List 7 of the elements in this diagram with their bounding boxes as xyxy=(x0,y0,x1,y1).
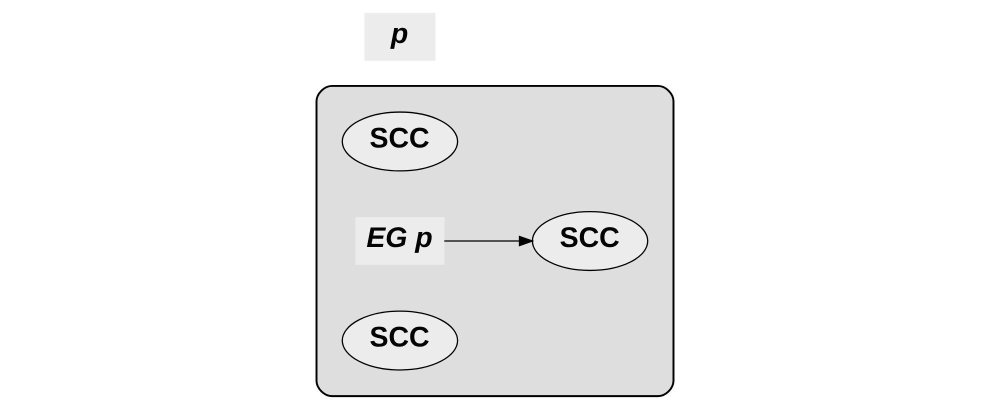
node-box: EG p xyxy=(355,217,445,265)
node-ellipse: SCC xyxy=(342,111,458,172)
label: p xyxy=(390,18,408,50)
node-ellipse: SCC xyxy=(342,310,458,371)
cluster xyxy=(316,84,674,398)
arrow xyxy=(444,236,534,246)
node-ellipse: SCC xyxy=(532,210,648,272)
